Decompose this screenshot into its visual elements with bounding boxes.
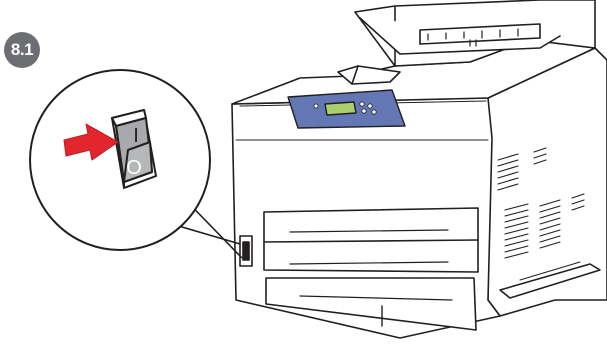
switch-off-symbol: O (126, 157, 142, 179)
switch-on-symbol: I (133, 125, 139, 147)
switch-callout (30, 70, 210, 250)
printer-body (232, 0, 607, 338)
control-panel (288, 90, 405, 128)
